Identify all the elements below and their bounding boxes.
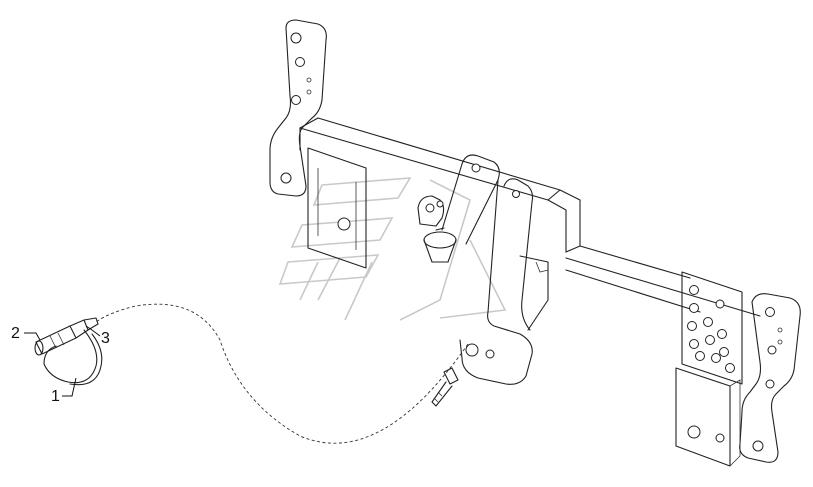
bolt-part <box>431 367 459 407</box>
lock-clip-part <box>69 319 89 339</box>
assembly-dashed-line <box>95 303 469 444</box>
watermark-logo <box>278 177 507 321</box>
hitch-arm <box>417 154 549 385</box>
callout-2-label: 2 <box>11 325 20 342</box>
callout-group: 2 3 1 <box>11 325 110 405</box>
callout-2-leader <box>24 332 41 341</box>
callout-3-leader <box>85 325 101 337</box>
callout-3-label: 3 <box>101 330 110 347</box>
callout-1-leader <box>62 377 77 397</box>
pin-assembly-parts <box>34 317 103 386</box>
callout-1-label: 1 <box>51 388 60 405</box>
wire-loop-part <box>43 329 98 384</box>
pin-part <box>35 325 77 355</box>
hitch-frame <box>269 19 801 467</box>
